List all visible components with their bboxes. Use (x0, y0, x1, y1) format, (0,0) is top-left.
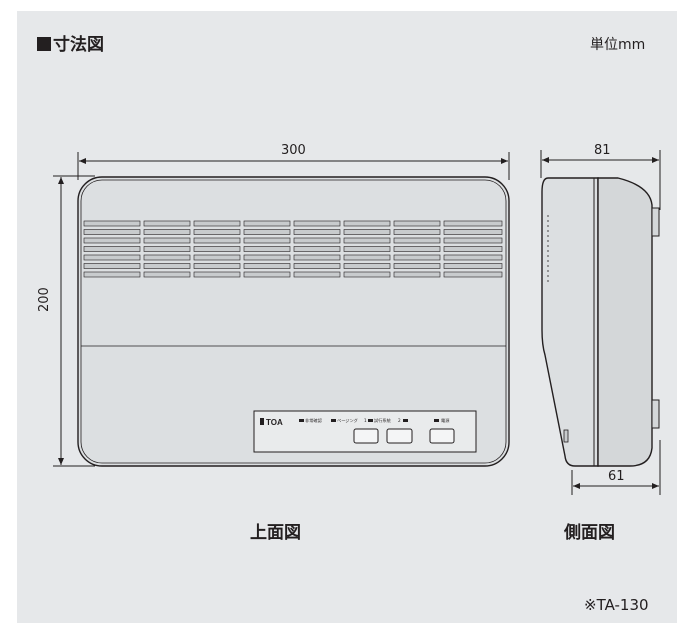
vent-slot (143, 246, 191, 252)
vent-slot (243, 263, 291, 269)
vent-slot (343, 220, 391, 227)
indicator-label: 電源 (441, 417, 450, 424)
vent-slot (393, 229, 441, 235)
vent-slot (143, 237, 191, 244)
vent-slot (293, 229, 341, 235)
vent-slot (193, 254, 241, 261)
vent-slot (443, 271, 503, 278)
device-top-view-inner-edge (80, 179, 507, 464)
vent-slot (343, 229, 391, 235)
vent-slot (393, 254, 441, 261)
vent-slot (83, 254, 141, 261)
vent-slot (343, 237, 391, 244)
unit-label: 単位mm (590, 37, 646, 53)
vent-slot (143, 254, 191, 261)
device-side-view-back (597, 177, 653, 467)
device-side-view-front (541, 177, 599, 467)
vent-slot (143, 271, 191, 278)
vent-slot (83, 229, 141, 235)
vent-slot (293, 220, 341, 227)
vent-slot (443, 237, 503, 244)
speaker-vent-grille (83, 220, 503, 278)
vent-slot (83, 263, 141, 269)
vent-slot (393, 263, 441, 269)
vent-slot (393, 271, 441, 278)
panel-button (386, 428, 413, 444)
vent-slot (293, 246, 341, 252)
vent-slot (293, 237, 341, 244)
vent-slot (243, 271, 291, 278)
vent-slot (293, 254, 341, 261)
vent-slot (443, 246, 503, 252)
square-bullet-icon (37, 37, 51, 51)
vent-slot (83, 220, 141, 227)
vent-slot (243, 237, 291, 244)
vent-slot (83, 246, 141, 252)
vent-slot (193, 237, 241, 244)
vent-slot (243, 220, 291, 227)
vent-slot (393, 246, 441, 252)
wall-mount-bracket (651, 207, 660, 237)
vent-slot (393, 220, 441, 227)
depth-bottom-value: 61 (608, 469, 625, 484)
depth-top-value: 81 (594, 143, 611, 158)
vent-slot (243, 254, 291, 261)
vent-slot (243, 246, 291, 252)
heading-text: 寸法図 (53, 35, 104, 55)
vent-slot (193, 229, 241, 235)
vent-slot (343, 271, 391, 278)
vent-slot (193, 246, 241, 252)
panel-button (429, 428, 455, 444)
width-value: 300 (281, 143, 306, 158)
vent-slot (343, 254, 391, 261)
vent-slot (143, 220, 191, 227)
toa-logo-icon (260, 418, 264, 425)
indicator-leds (299, 419, 439, 422)
vent-slot (193, 220, 241, 227)
vent-slot (343, 246, 391, 252)
vent-slot (293, 263, 341, 269)
side-view-caption: 側面図 (564, 523, 615, 543)
vent-slot (243, 229, 291, 235)
section-heading: 寸法図 (37, 30, 104, 55)
vent-slot (393, 237, 441, 244)
wall-mount-bracket (651, 399, 660, 429)
vent-slot (143, 263, 191, 269)
top-view-caption: 上面図 (250, 523, 301, 543)
vent-slot (343, 263, 391, 269)
vent-slot (293, 271, 341, 278)
vent-slot (193, 271, 241, 278)
indicator-label: 試行系統 (374, 417, 391, 424)
brand-label: TOA (266, 418, 283, 427)
height-value: 200 (37, 287, 52, 312)
side-connector (563, 429, 569, 443)
indicator-label: 非常確認 (305, 417, 323, 424)
model-footnote: ※TA-130 (584, 596, 649, 614)
vent-slot (193, 263, 241, 269)
indicator-label: 2 (398, 418, 401, 423)
vent-slot (443, 263, 503, 269)
panel-button (353, 428, 379, 444)
vent-slot (83, 271, 141, 278)
indicator-label: 1 (364, 418, 367, 423)
vent-slot (443, 229, 503, 235)
vent-slot (443, 254, 503, 261)
vent-slot (143, 229, 191, 235)
indicator-label: ページング (337, 417, 358, 424)
vent-slot (443, 220, 503, 227)
vent-slot (83, 237, 141, 244)
